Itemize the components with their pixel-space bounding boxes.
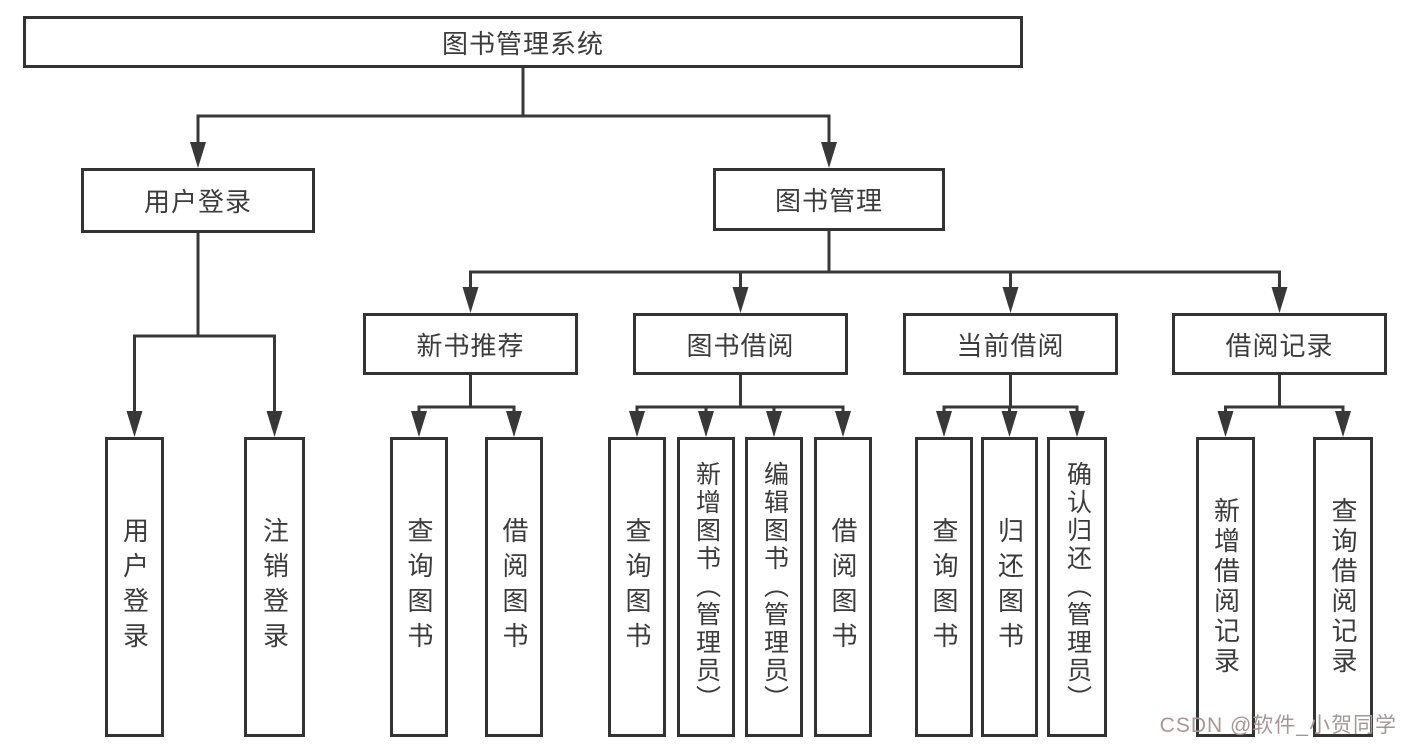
arrowhead-icon xyxy=(1335,411,1351,437)
leaf-label: 借阅图书 xyxy=(828,517,858,657)
connector-root-to-level2 xyxy=(196,66,831,146)
arrowhead-icon xyxy=(1217,411,1234,437)
arrowhead-icon xyxy=(462,287,479,313)
leaf-label: 归还图书 xyxy=(994,517,1025,657)
leaf-label: 用户登录 xyxy=(119,517,150,657)
connector-book-borrowing-to-leaves xyxy=(635,373,845,416)
leaf-query-books-borrow: 查询图书 xyxy=(608,437,666,737)
leaf-confirm-return-admin: 确认归还（管理员） xyxy=(1047,437,1107,737)
node-current-borrowing: 当前借阅 xyxy=(903,313,1118,375)
leaf-return-book: 归还图书 xyxy=(981,437,1038,737)
node-label: 图书借阅 xyxy=(686,330,795,361)
arrowhead-icon xyxy=(1271,287,1288,313)
arrowhead-icon xyxy=(1069,411,1085,437)
node-label: 新书推荐 xyxy=(416,330,525,361)
node-label: 用户登录 xyxy=(143,187,252,217)
leaf-label: 确认归还（管理员） xyxy=(1063,461,1092,713)
arrowhead-icon xyxy=(506,411,522,437)
connector-book-management-to-level3 xyxy=(469,229,1281,292)
node-label: 图书管理 xyxy=(774,186,883,216)
arrowhead-icon xyxy=(126,411,143,437)
arrowhead-icon xyxy=(698,411,714,437)
leaf-query-books-recommend: 查询图书 xyxy=(390,437,448,737)
leaf-query-borrow-record: 查询借阅记录 xyxy=(1313,437,1373,737)
leaf-label: 注销登录 xyxy=(259,517,290,657)
node-label: 借阅记录 xyxy=(1225,330,1334,361)
arrowhead-icon xyxy=(1002,287,1019,313)
arrowhead-icon xyxy=(835,411,851,437)
arrowhead-icon xyxy=(411,411,427,437)
leaf-borrow-books-recommend: 借阅图书 xyxy=(485,437,543,737)
connector-current-borrowing-to-leaves xyxy=(942,373,1079,416)
leaf-label: 借阅图书 xyxy=(499,517,529,657)
arrowhead-icon xyxy=(629,411,645,437)
node-user-login: 用户登录 xyxy=(81,168,315,233)
watermark: CSDN @软件_小贺同学 xyxy=(1159,714,1397,737)
arrowhead-icon xyxy=(266,411,283,437)
node-root-label: 图书管理系统 xyxy=(441,28,604,59)
leaf-query-books-current: 查询图书 xyxy=(915,437,973,737)
node-new-book-recommend: 新书推荐 xyxy=(363,313,578,375)
node-book-management: 图书管理 xyxy=(713,168,945,231)
arrowhead-icon xyxy=(821,142,837,168)
leaf-edit-book-admin: 编辑图书（管理员） xyxy=(745,437,803,737)
leaf-borrow-books: 借阅图书 xyxy=(814,437,872,737)
leaf-label: 新增图书（管理员） xyxy=(692,461,721,713)
leaf-label: 查询图书 xyxy=(929,517,959,657)
leaf-label: 新增借阅记录 xyxy=(1210,497,1241,677)
arrowhead-icon xyxy=(1001,411,1018,437)
node-label: 当前借阅 xyxy=(956,330,1065,361)
arrowhead-icon xyxy=(190,142,206,168)
node-root: 图书管理系统 xyxy=(23,16,1023,68)
leaf-label: 查询借阅记录 xyxy=(1328,497,1358,677)
arrowhead-icon xyxy=(766,411,782,437)
arrowhead-icon xyxy=(732,287,749,313)
leaf-user-login: 用户登录 xyxy=(105,437,164,737)
node-book-borrowing: 图书借阅 xyxy=(633,313,848,375)
leaf-label: 查询图书 xyxy=(404,517,434,657)
leaf-logout: 注销登录 xyxy=(244,437,305,737)
leaf-add-book-admin: 新增图书（管理员） xyxy=(677,437,735,737)
node-borrowing-records: 借阅记录 xyxy=(1172,313,1387,375)
leaf-label: 编辑图书（管理员） xyxy=(760,461,789,713)
leaf-label: 查询图书 xyxy=(622,517,652,657)
connector-borrowing-records-to-leaves xyxy=(1224,373,1345,416)
arrowhead-icon xyxy=(936,411,952,437)
connector-user-login-to-leaves xyxy=(133,231,276,415)
connector-new-book-recommend-to-leaves xyxy=(417,373,516,416)
leaf-add-borrow-record: 新增借阅记录 xyxy=(1196,437,1255,737)
